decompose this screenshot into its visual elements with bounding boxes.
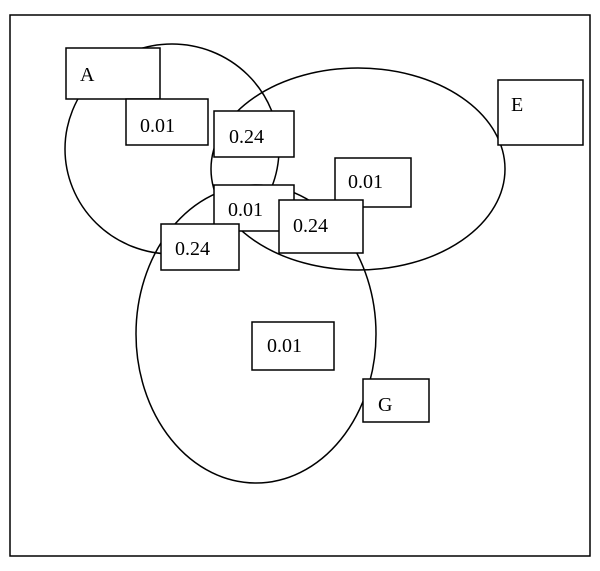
svg-text:0.01: 0.01 bbox=[228, 199, 263, 221]
set-e-ellipse bbox=[210, 67, 506, 271]
svg-text:A: A bbox=[80, 64, 95, 86]
svg-text:G: G bbox=[378, 394, 392, 416]
set-a-label: A bbox=[65, 47, 161, 100]
region-a-g: 0.24 bbox=[160, 223, 240, 271]
svg-text:0.01: 0.01 bbox=[267, 335, 302, 357]
region-g-only: 0.01 bbox=[251, 321, 335, 371]
svg-text:0.01: 0.01 bbox=[140, 115, 175, 137]
svg-text:0.01: 0.01 bbox=[348, 171, 383, 193]
set-e-label: E bbox=[497, 79, 584, 146]
svg-text:0.24: 0.24 bbox=[229, 126, 264, 148]
region-e-only: 0.01 bbox=[334, 157, 412, 208]
svg-text:0.24: 0.24 bbox=[175, 238, 210, 260]
region-a-only: 0.01 bbox=[125, 98, 209, 146]
region-a-e: 0.24 bbox=[213, 110, 295, 158]
set-g-label: G bbox=[362, 378, 430, 423]
svg-text:E: E bbox=[511, 94, 523, 116]
diagram-frame bbox=[9, 14, 591, 557]
svg-text:0.24: 0.24 bbox=[293, 215, 328, 237]
region-e-g: 0.24 bbox=[278, 199, 364, 254]
